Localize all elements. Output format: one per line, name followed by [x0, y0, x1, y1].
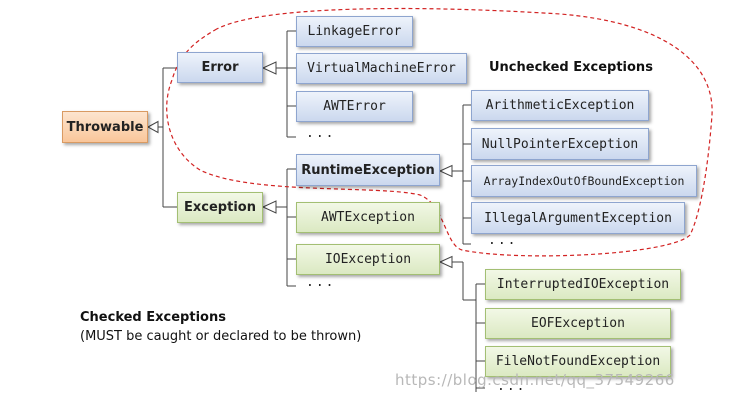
runtime-exception-node: RuntimeException: [296, 154, 440, 186]
exception-node: Exception: [177, 192, 263, 223]
unchecked-boundary: [166, 7, 713, 257]
awt-error-node: AWTError: [296, 91, 413, 122]
illegal-argument-exception-node: IllegalArgumentException: [471, 202, 685, 234]
unchecked-exceptions-label: Unchecked Exceptions: [489, 60, 653, 75]
checked-exceptions-label: Checked Exceptions: [80, 310, 226, 325]
eof-exception-node: EOFException: [485, 308, 671, 339]
interrupted-io-exception-node: InterruptedIOException: [485, 269, 681, 300]
arithmetic-exception-node: ArithmeticException: [471, 90, 649, 121]
throwable-node: Throwable: [62, 111, 148, 143]
error-more-ellipsis: ...: [306, 126, 336, 141]
runtime-more-ellipsis: ...: [488, 233, 518, 248]
null-pointer-exception-node: NullPointerException: [471, 128, 649, 160]
virtual-machine-error-node: VirtualMachineError: [296, 53, 467, 84]
file-not-found-exception-node: FileNotFoundException: [485, 346, 671, 377]
linkage-error-node: LinkageError: [296, 16, 413, 47]
awt-exception-node: AWTException: [296, 202, 440, 233]
io-exception-node: IOException: [296, 244, 440, 275]
exception-more-ellipsis: ...: [306, 275, 336, 290]
watermark-text: https://blog.csdn.net/qq_37549266: [395, 371, 675, 389]
checked-exceptions-note: (MUST be caught or declared to be thrown…: [80, 329, 362, 344]
array-index-out-of-bound-exception-node: ArrayIndexOutOfBoundException: [471, 165, 697, 197]
error-node: Error: [177, 52, 263, 83]
io-more-ellipsis: ...: [497, 379, 527, 394]
